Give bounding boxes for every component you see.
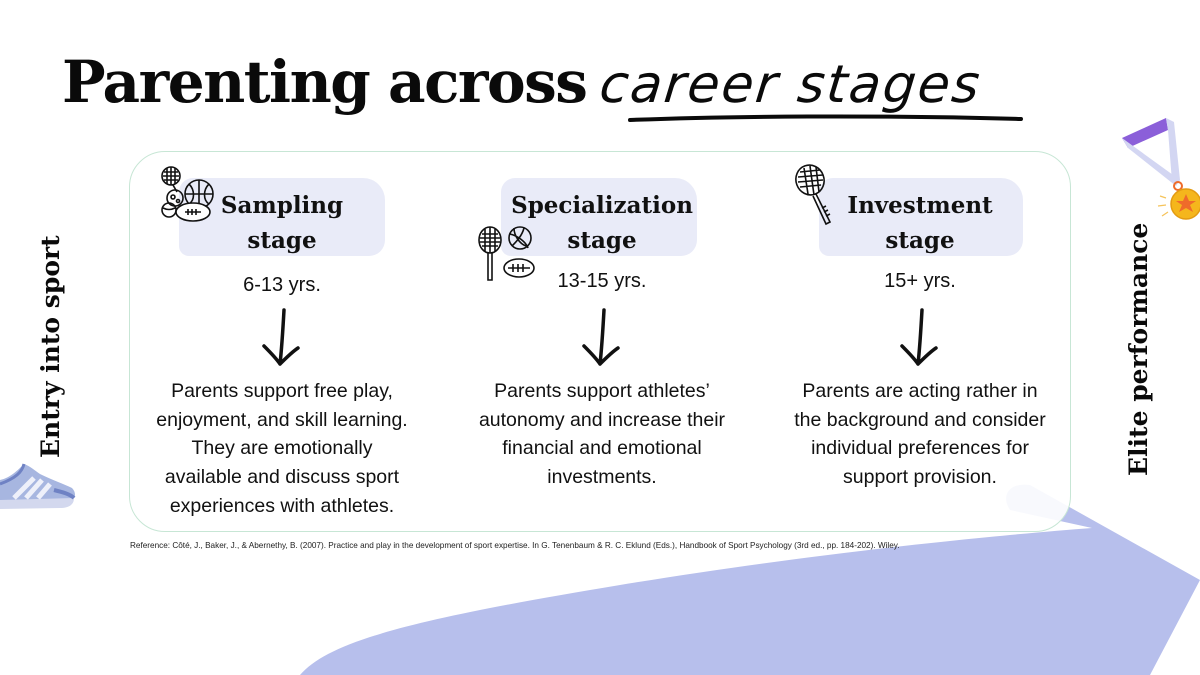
- stage-title-highlight: [501, 178, 697, 256]
- title-main: Parenting across: [62, 48, 588, 116]
- tennis-racket-icon: [795, 164, 832, 226]
- stage-investment: Investment stage 15+ yrs. Parents are ac…: [770, 158, 1070, 528]
- entry-into-sport-label: Entry into sport: [36, 235, 65, 458]
- down-arrow-icon: [900, 308, 938, 366]
- stage-years: 15+ yrs.: [884, 270, 956, 292]
- stage-title-line1: Sampling: [220, 192, 344, 219]
- title-underline-icon: [628, 114, 1023, 122]
- stage-title-line2: stage: [567, 227, 637, 254]
- down-arrow-icon: [262, 308, 300, 366]
- stage-title-line2: stage: [885, 227, 955, 254]
- stage-title-line1: Investment: [847, 192, 993, 219]
- stage-sampling: Sampling stage 6-13 yrs. Parents support…: [132, 158, 432, 528]
- mixed-sports-balls-icon: [161, 166, 214, 222]
- stage-title-highlight: [819, 178, 1023, 256]
- stage-years: 13-15 yrs.: [557, 270, 647, 292]
- page-title: Parenting across career stages: [62, 48, 985, 128]
- sneaker-icon: [0, 463, 76, 509]
- down-arrow-icon: [582, 308, 620, 366]
- elite-performance-label: Elite performance: [1124, 222, 1153, 476]
- racket-basketball-football-icon: [478, 226, 535, 281]
- stage-years: 6-13 yrs.: [243, 274, 321, 296]
- reference-citation: Reference: Côté, J., Baker, J., & Aberne…: [130, 541, 900, 550]
- stage-title-line2: stage: [247, 227, 317, 254]
- stage-description: Parents are acting rather in the backgro…: [794, 380, 1046, 489]
- medal-icon: [1122, 118, 1200, 220]
- title-accent: career stages: [597, 55, 985, 115]
- stage-specialization: Specialization stage 13-15 yrs. Parents …: [452, 158, 752, 528]
- stage-title-line1: Specialization: [511, 192, 693, 219]
- stage-description: Parents support free play, enjoyment, an…: [156, 380, 408, 517]
- stage-description: Parents support athletes’ autonomy and i…: [478, 380, 726, 489]
